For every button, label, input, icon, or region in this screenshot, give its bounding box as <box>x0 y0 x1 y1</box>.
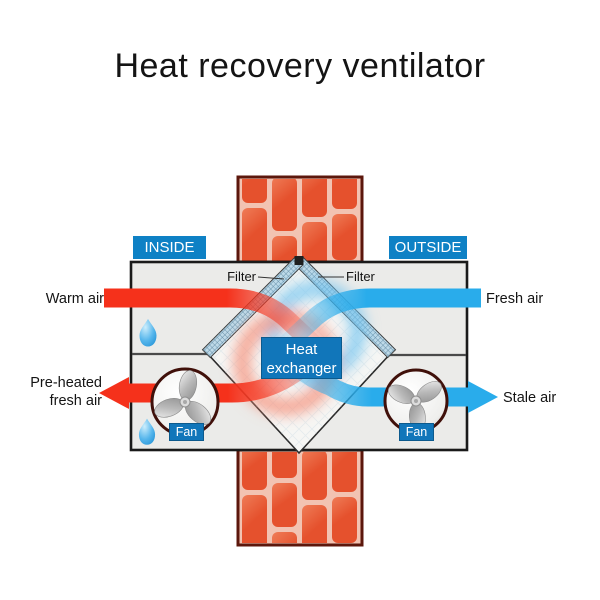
warm-air-label: Warm air <box>45 291 104 307</box>
preheated-fresh-air-label: Pre-heated fresh air <box>8 374 102 410</box>
heat-exchanger-label-line1: Heat <box>285 341 318 358</box>
preheated-air-arrowhead <box>99 377 129 409</box>
filter-left-leader-line <box>257 276 285 280</box>
heat-exchanger-label-line2: exchanger <box>266 360 337 377</box>
fan-left-badge: Fan <box>169 423 204 441</box>
fan-icon <box>383 368 449 434</box>
fan-icon <box>150 367 220 437</box>
inside-zone-badge: INSIDE <box>133 236 206 259</box>
warm-air-flow <box>104 288 330 360</box>
diamond-apex-joint <box>294 256 304 265</box>
fan-right-badge: Fan <box>399 423 434 441</box>
filter-right-label: Filter <box>346 269 375 284</box>
page-title: Heat recovery ventilator <box>114 47 486 85</box>
water-droplet-icon <box>139 319 157 347</box>
outside-zone-badge: OUTSIDE <box>389 236 467 259</box>
preheated-label-line2: fresh air <box>49 393 102 409</box>
filter-left-label: Filter <box>227 269 256 284</box>
heat-exchanger-badge: Heat exchanger <box>261 337 342 379</box>
fresh-air-label: Fresh air <box>486 291 544 307</box>
stale-air-label: Stale air <box>503 390 557 406</box>
preheated-label-line1: Pre-heated <box>30 375 102 391</box>
brick-wall-bottom <box>236 448 364 547</box>
fresh-air-flow <box>270 288 481 360</box>
water-droplet-icon <box>138 418 156 445</box>
stale-air-arrowhead <box>468 381 498 413</box>
